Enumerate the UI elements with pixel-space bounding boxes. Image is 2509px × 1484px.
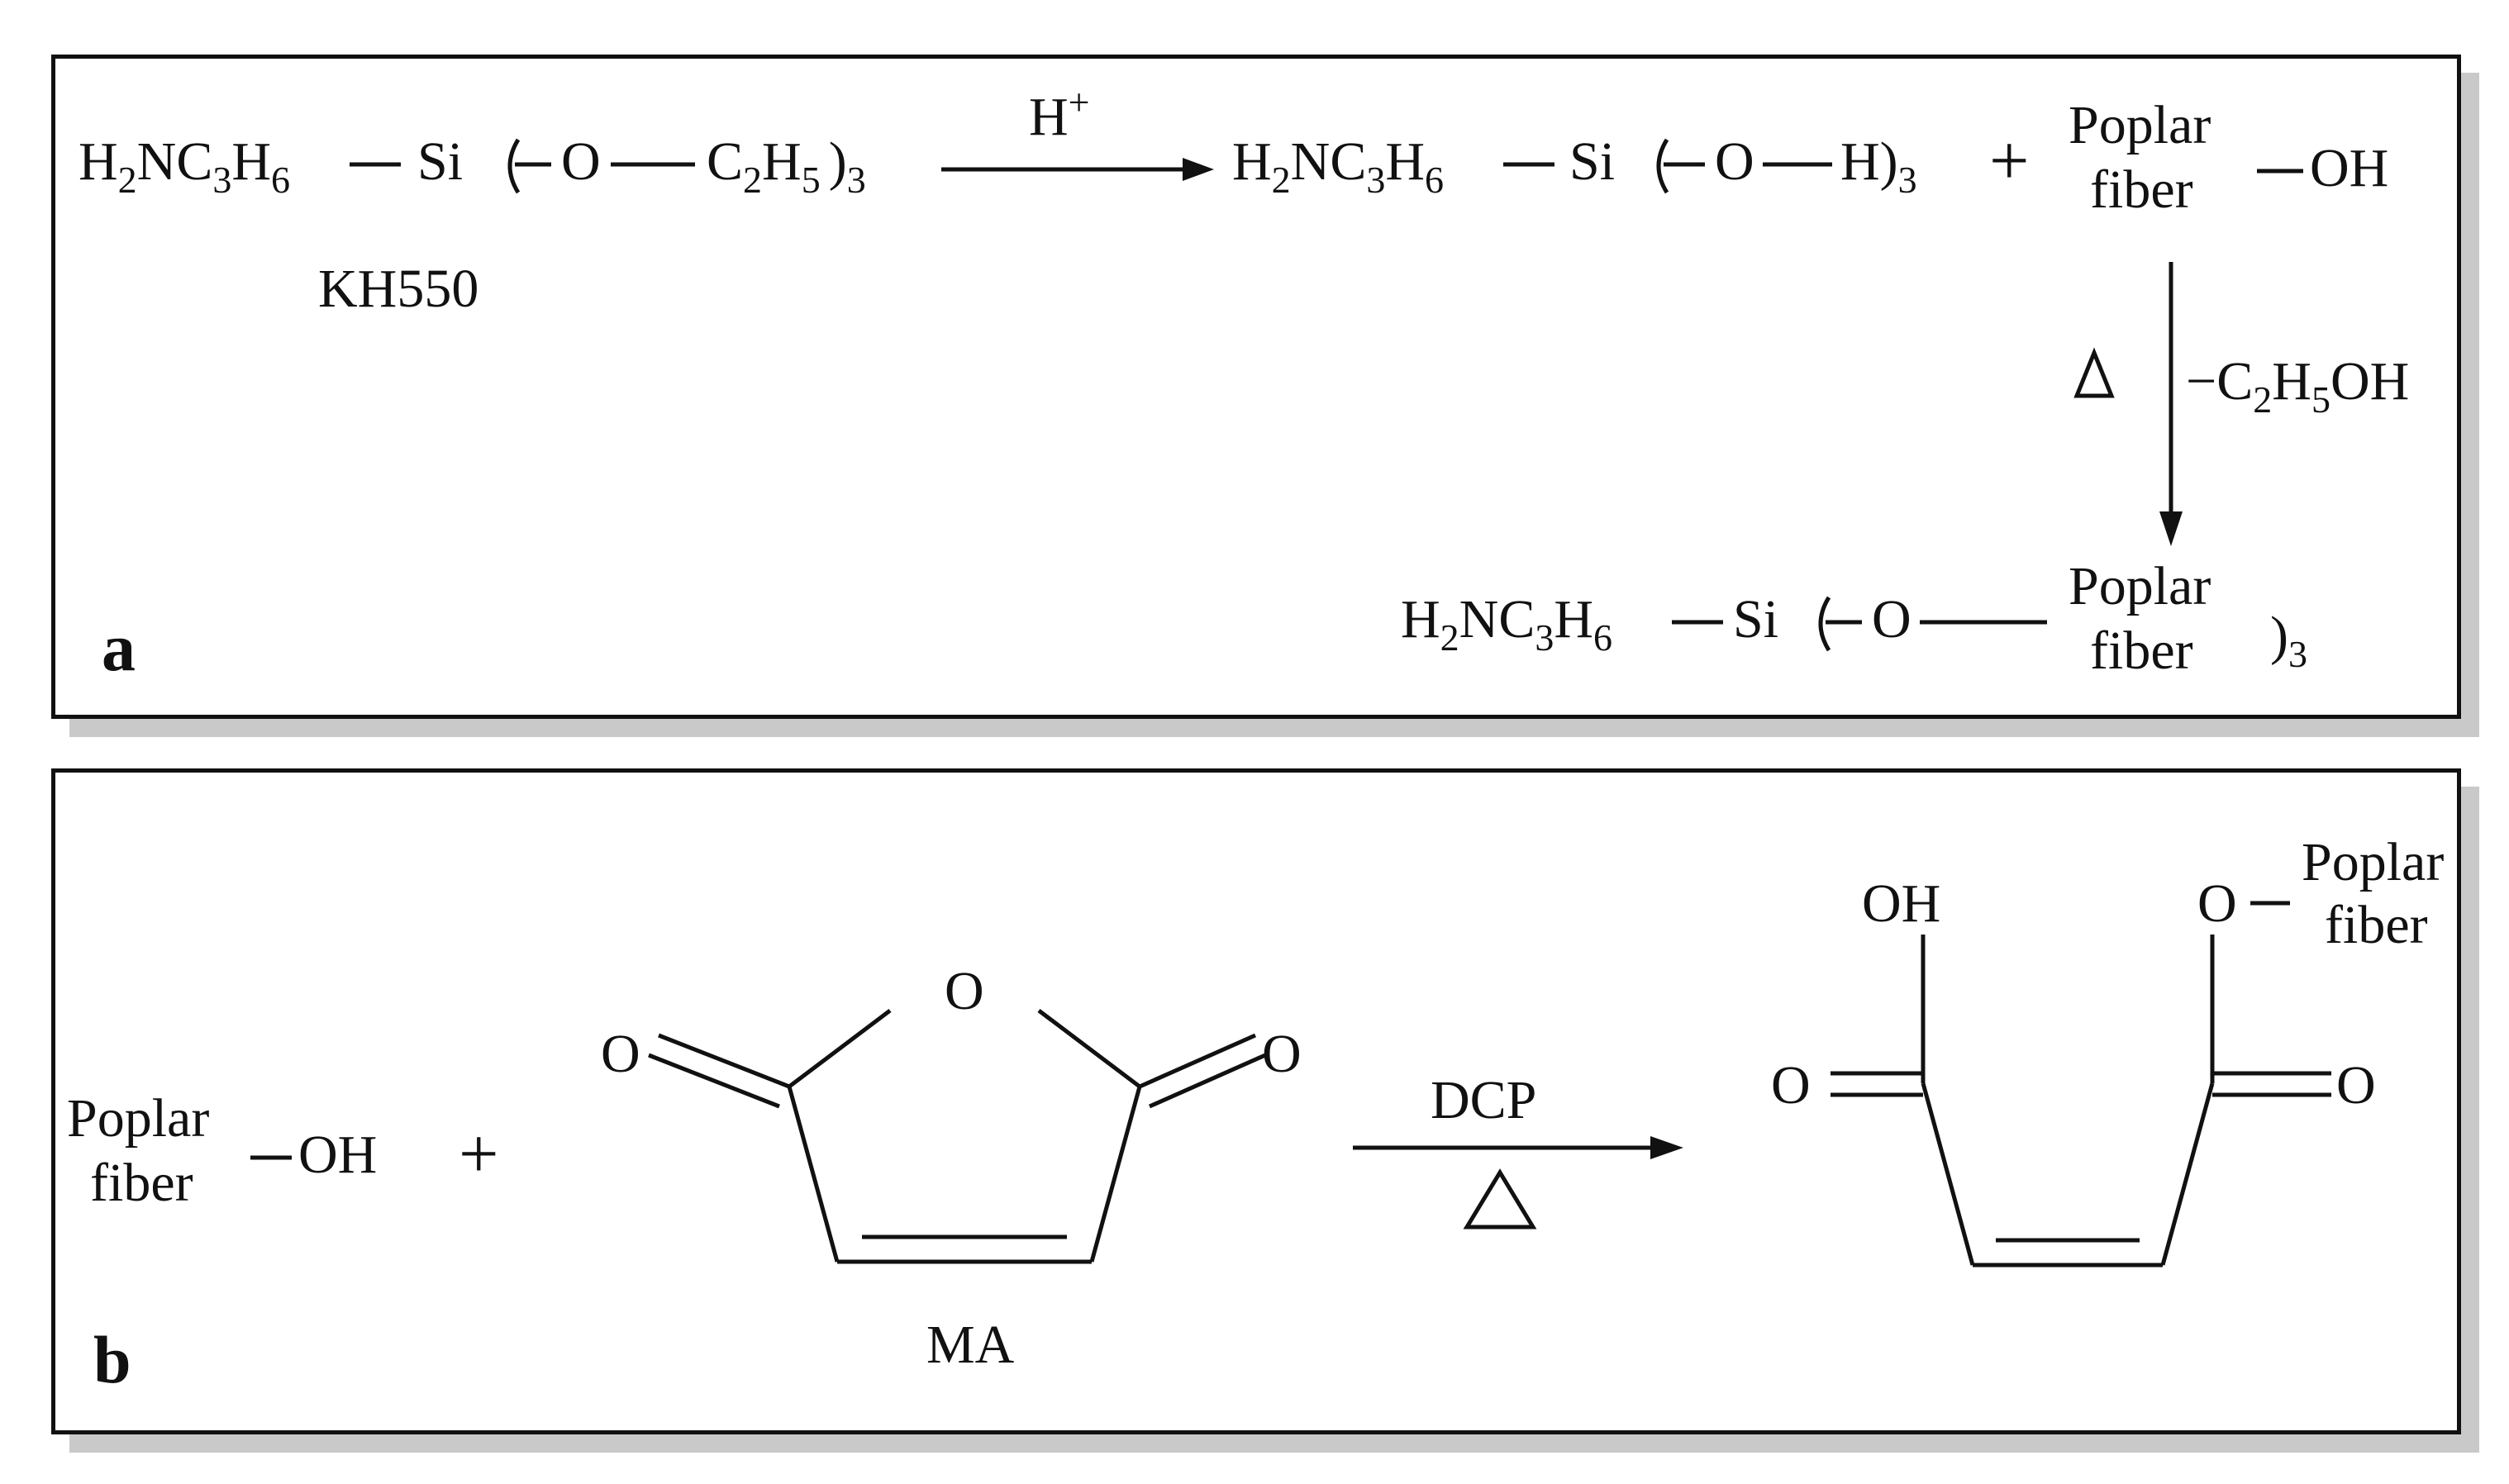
carbonyl-oxygen-right: O [1262, 1024, 1302, 1084]
si-atom-2: Si [1569, 131, 1615, 192]
heat-triangle [2073, 347, 2115, 398]
plus-sign: + [459, 1114, 499, 1193]
open-paren [507, 138, 521, 194]
open-paren-3 [1818, 596, 1831, 652]
carbonyl-oxygen-left: O [601, 1024, 640, 1084]
ethanol-byproduct: −C2H5OH [2186, 351, 2409, 421]
product-fiber-line-2: fiber [2090, 621, 2193, 681]
fiber-line-1: Poplar [67, 1088, 209, 1149]
ethyl-group: C2H5)3 [707, 131, 866, 201]
fiber-oh: OH [298, 1125, 377, 1185]
hydrolysis-arrowhead [1183, 158, 1214, 181]
product-fiber-line-2: fiber [2325, 895, 2428, 955]
product-hydroxyl: OH [1862, 873, 1940, 934]
fiber-line-1: Poplar [2069, 95, 2211, 155]
kh550-formula: H2NC3H6 [79, 131, 290, 201]
silanol-formula: H2NC3H6 [1232, 131, 1444, 201]
reaction-arrowhead [1650, 1136, 1683, 1159]
panel-b-scheme: Poplar fiber OH + O O O MA DCP OH O [67, 832, 2444, 1397]
acid-label: H+ [1029, 81, 1090, 147]
product-fiber-line-1: Poplar [2302, 832, 2444, 892]
si-atom: Si [417, 131, 463, 192]
product-fiber-line-1: Poplar [2069, 556, 2211, 616]
ring-oxygen: O [945, 961, 984, 1021]
product-structure [1831, 901, 2331, 1268]
panel-a: H2NC3H6 Si O C2H5)3 KH550 H+ H2NC3H6 Si … [51, 55, 2461, 719]
panel-b: Poplar fiber OH + O O O MA DCP OH O [51, 768, 2461, 1434]
ma-label: MA [926, 1315, 1015, 1375]
product-formula: H2NC3H6 [1401, 589, 1612, 659]
heat-triangle [1463, 1168, 1537, 1230]
o-atom-3: O [1872, 589, 1912, 649]
plus-sign: + [1989, 121, 2030, 200]
o-atom: O [561, 131, 601, 192]
product-carbonyl-right: O [2336, 1055, 2376, 1115]
product-carbonyl-left: O [1771, 1055, 1811, 1115]
kh550-label: KH550 [318, 259, 478, 319]
product-close: )3 [2270, 606, 2307, 675]
condensation-arrowhead [2159, 511, 2183, 546]
ester-oxygen: O [2197, 873, 2237, 934]
fiber-line-2: fiber [90, 1153, 193, 1213]
panel-a-scheme: H2NC3H6 Si O C2H5)3 KH550 H+ H2NC3H6 Si … [79, 81, 2409, 685]
fiber-line-2: fiber [2090, 159, 2193, 220]
open-paren-2 [1656, 138, 1669, 194]
maleic-anhydride-structure [648, 1009, 1267, 1264]
dcp-label: DCP [1431, 1070, 1536, 1130]
si-atom-3: Si [1733, 589, 1778, 649]
panel-a-label: a [102, 610, 136, 685]
hydroxyl-group: H)3 [1840, 131, 1917, 201]
o-atom-2: O [1715, 131, 1754, 192]
fiber-oh: OH [2310, 138, 2388, 198]
panel-b-label: b [93, 1322, 131, 1397]
